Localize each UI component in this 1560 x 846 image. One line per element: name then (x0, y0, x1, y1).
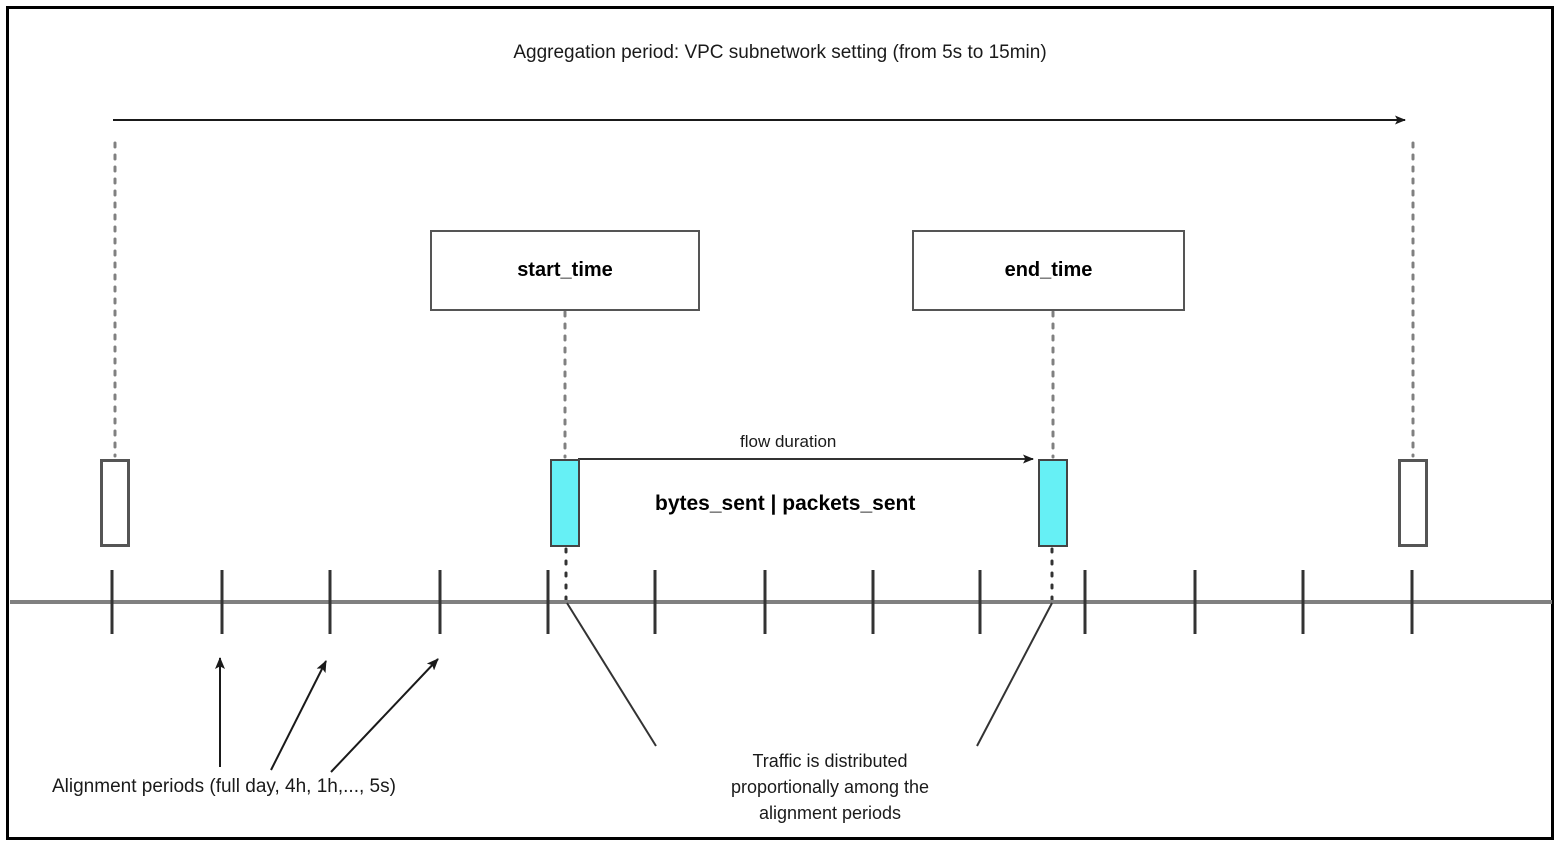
end-time-label: end_time (1004, 259, 1093, 281)
aggregation-period-title: Aggregation period: VPC subnetwork setti… (513, 42, 1047, 63)
traffic-note-line-3: alignment periods (758, 803, 902, 823)
diagram-frame (6, 6, 1554, 840)
timeline-ticks (110, 570, 1414, 634)
traffic-note-line-1: Traffic is distributed (752, 751, 908, 771)
right-boundary-marker (1398, 459, 1428, 547)
alignment-arrow-2 (270, 660, 327, 771)
traffic-leader-left (566, 602, 657, 747)
flow-duration-label: flow duration (740, 432, 837, 451)
start-time-label: start_time (517, 259, 613, 281)
alignment-periods-label: Alignment periods (full day, 4h, 1h,...,… (52, 776, 396, 797)
start-time-flow-bar (550, 459, 580, 547)
traffic-leader-right (976, 602, 1053, 747)
end-time-flow-bar (1038, 459, 1068, 547)
alignment-arrow-3 (330, 658, 439, 773)
end-time-box: end_time (912, 230, 1185, 311)
traffic-note-line-2: proportionally among the (730, 777, 930, 797)
traffic-distribution-note: Traffic is distributed proportionally am… (700, 748, 960, 826)
alignment-period-callout-arrows (215, 657, 439, 773)
left-boundary-marker (100, 459, 130, 547)
traffic-note-leader-lines (566, 602, 1053, 747)
bytes-packets-sent-label: bytes_sent | packets_sent (655, 492, 916, 515)
start-time-box: start_time (430, 230, 700, 311)
